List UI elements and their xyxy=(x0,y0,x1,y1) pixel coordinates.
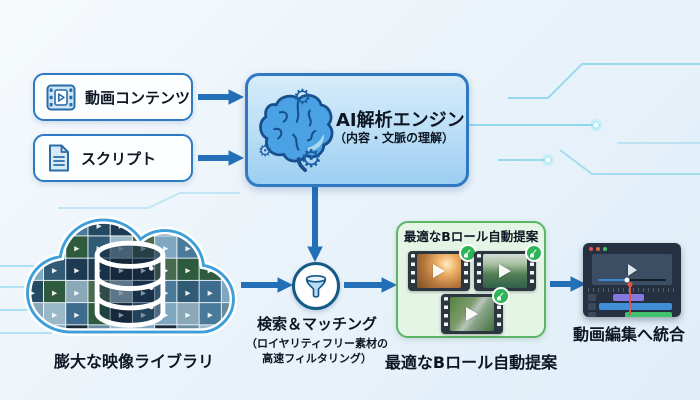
svg-text:▶: ▶ xyxy=(119,244,125,252)
matching-funnel-circle xyxy=(292,262,340,310)
svg-text:▶: ▶ xyxy=(52,244,58,252)
svg-text:▶: ▶ xyxy=(185,222,191,230)
ai-engine-title: AI解析エンジン xyxy=(336,110,465,131)
window-dot-red xyxy=(589,247,593,251)
input-script-label: スクリプト xyxy=(81,149,157,168)
broll-thumbnail: ✓ xyxy=(408,244,477,291)
broll-caption: 最適なBロール自動提案 xyxy=(384,353,558,372)
svg-text:▶: ▶ xyxy=(141,311,147,319)
svg-text:▶: ▶ xyxy=(185,311,191,319)
editor-progress-bar xyxy=(598,277,666,283)
editor-tracks xyxy=(588,294,676,317)
input-video-content-label: 動画コンテンツ xyxy=(85,88,191,107)
thumbnail-image xyxy=(450,297,494,331)
svg-text:▶: ▶ xyxy=(74,311,80,319)
timeline-clip-blue xyxy=(599,303,673,310)
document-icon xyxy=(49,144,69,172)
thumbnail-image xyxy=(483,254,527,288)
editor-caption: 動画編集へ統合 xyxy=(572,325,686,344)
svg-text:▶: ▶ xyxy=(119,289,125,297)
svg-text:▶: ▶ xyxy=(30,333,36,341)
svg-text:▶: ▶ xyxy=(30,244,36,252)
svg-text:▶: ▶ xyxy=(230,244,236,252)
broll-thumbnail: ✓ xyxy=(474,244,543,291)
window-dot-orange xyxy=(596,247,600,251)
svg-text:▶: ▶ xyxy=(52,289,58,297)
svg-text:▶: ▶ xyxy=(141,244,147,252)
svg-text:▶: ▶ xyxy=(52,267,58,275)
check-icon: ✓ xyxy=(525,244,543,262)
input-video-content: 動画コンテンツ xyxy=(33,73,193,121)
svg-text:▶: ▶ xyxy=(163,244,169,252)
play-icon xyxy=(499,264,511,278)
svg-text:▶: ▶ xyxy=(230,267,236,275)
svg-text:▶: ▶ xyxy=(52,311,58,319)
input-script: スクリプト xyxy=(33,134,193,182)
svg-text:▶: ▶ xyxy=(141,222,147,230)
video-library-cloud: ▶ ▶ ▶ ▶ ▶ ▶ ▶ ▶ ▶ ▶ ▶ ▶ ▶ ▶ ▶ ▶ ▶ ▶ ▶ ▶ ▶ ▶ ▶ ▶ ▶ ▶ ▶ ▶ ▶ ▶ ▶ ▶ ▶ ▶ ▶ ▶ ▶ ▶ ▶ ▶… xyxy=(23,216,238,341)
gear-icon: ⚙ xyxy=(293,85,312,109)
svg-text:▶: ▶ xyxy=(185,267,191,275)
ai-engine-subtitle: （内容・文脈の理解） xyxy=(334,131,455,145)
svg-text:▶: ▶ xyxy=(163,311,169,319)
broll-thumbnail: ✓ xyxy=(441,287,510,334)
gear-icon: ⚙ xyxy=(258,141,273,160)
play-icon xyxy=(433,264,445,278)
brain-icon xyxy=(259,93,334,172)
window-traffic-lights xyxy=(583,243,681,253)
svg-text:▶: ▶ xyxy=(208,311,214,319)
svg-text:▶: ▶ xyxy=(208,289,214,297)
svg-text:▶: ▶ xyxy=(163,289,169,297)
svg-text:▶: ▶ xyxy=(119,267,125,275)
svg-text:▶: ▶ xyxy=(185,244,191,252)
broll-panel-title: 最適なBロール自動提案 xyxy=(403,229,539,244)
video-editor-icon xyxy=(583,243,681,317)
funnel-icon xyxy=(305,274,327,298)
svg-text:▶: ▶ xyxy=(74,267,80,275)
svg-text:▶: ▶ xyxy=(208,244,214,252)
svg-text:▶: ▶ xyxy=(141,289,147,297)
window-dot-green xyxy=(603,247,607,251)
editor-timeline-ruler xyxy=(588,288,676,292)
matching-subtitle-line1: （ロイヤリティフリー素材の xyxy=(245,337,389,350)
thumbnail-image xyxy=(417,254,461,288)
svg-text:▶: ▶ xyxy=(208,222,214,230)
svg-text:▶: ▶ xyxy=(230,222,236,230)
editor-playhead xyxy=(629,285,631,315)
svg-text:▶: ▶ xyxy=(96,222,102,230)
film-icon xyxy=(46,84,76,110)
svg-text:▶: ▶ xyxy=(230,333,236,341)
svg-text:▶: ▶ xyxy=(52,333,58,341)
play-icon xyxy=(466,307,478,321)
timeline-clip-green xyxy=(624,312,673,317)
matching-subtitle-line2: 高速フィルタリング） xyxy=(262,352,372,365)
matching-title: 検索＆マッチング xyxy=(256,315,378,333)
play-icon xyxy=(627,263,637,276)
svg-text:▶: ▶ xyxy=(163,267,169,275)
svg-text:▶: ▶ xyxy=(185,289,191,297)
database-icon xyxy=(94,240,166,328)
library-caption: 膨大な映像ライブラリ xyxy=(53,352,215,371)
editor-preview xyxy=(592,254,672,285)
svg-text:▶: ▶ xyxy=(74,289,80,297)
svg-text:▶: ▶ xyxy=(119,311,125,319)
gear-icon: ⚙ xyxy=(300,144,323,173)
svg-text:▶: ▶ xyxy=(141,267,147,275)
check-icon: ✓ xyxy=(492,287,510,305)
svg-text:▶: ▶ xyxy=(30,289,36,297)
circuit-glow-dots xyxy=(542,119,602,166)
svg-text:▶: ▶ xyxy=(52,222,58,230)
svg-text:▶: ▶ xyxy=(74,244,80,252)
svg-text:▶: ▶ xyxy=(30,222,36,230)
